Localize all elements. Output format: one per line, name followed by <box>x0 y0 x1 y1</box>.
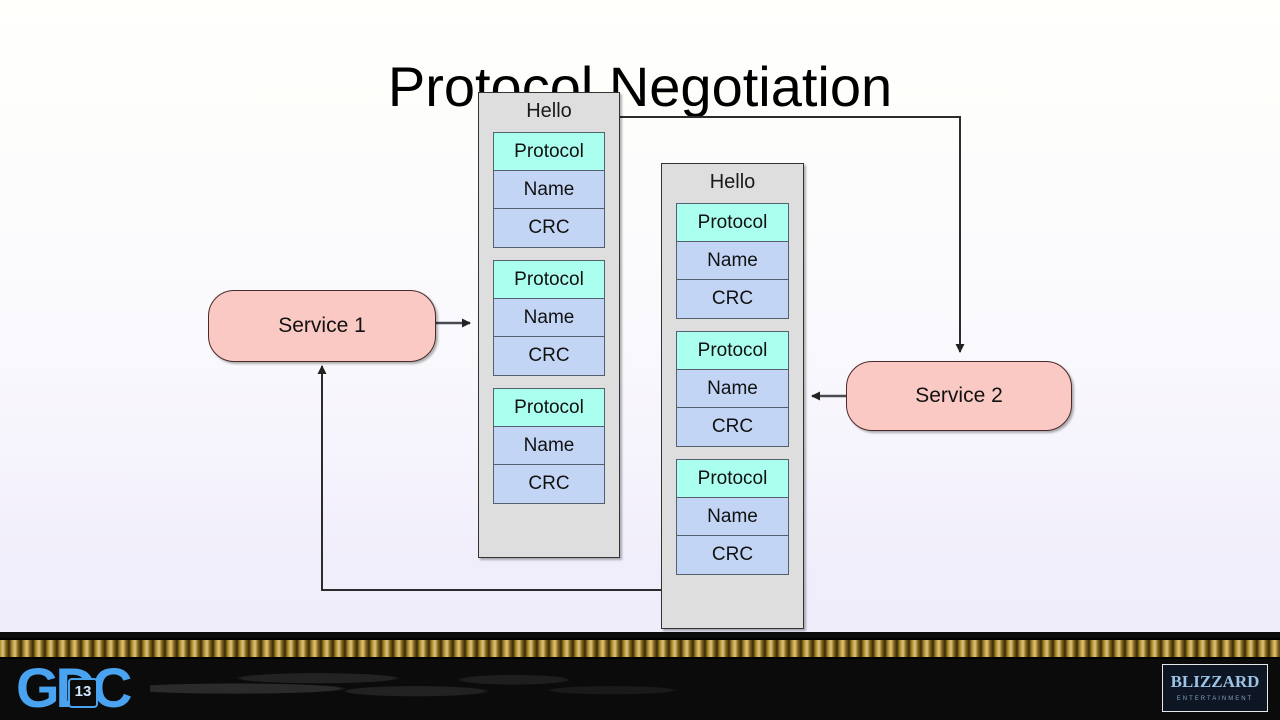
crc-field: CRC <box>677 408 788 446</box>
service-2-label: Service 2 <box>915 384 1003 407</box>
crc-field: CRC <box>677 536 788 574</box>
protocol-field: Protocol <box>677 332 788 370</box>
crc-field: CRC <box>494 465 604 503</box>
hello-message-1-title: Hello <box>526 100 572 122</box>
protocol-field: Protocol <box>677 204 788 242</box>
name-field: Name <box>677 498 788 536</box>
blizzard-subtitle: ENTERTAINMENT <box>1176 696 1254 702</box>
protocol-negotiation-diagram: Service 1 Service 2 Hello Protocol Name … <box>208 92 1072 629</box>
protocol-field: Protocol <box>677 460 788 498</box>
protocol-field: Protocol <box>494 133 604 171</box>
name-field: Name <box>494 171 604 209</box>
protocol-field: Protocol <box>494 261 604 299</box>
message-group: Protocol Name CRC <box>493 388 605 504</box>
hello-message-2-title: Hello <box>709 171 756 193</box>
page-title: Protocol Negotiation <box>387 54 893 118</box>
service-1-node[interactable]: Service 1 <box>208 290 436 362</box>
hello-message-1[interactable]: Hello Protocol Name CRC Protocol Name CR… <box>478 92 620 558</box>
blizzard-logo: BLIZZARD ENTERTAINMENT <box>1162 664 1268 712</box>
name-field: Name <box>677 370 788 408</box>
hello-message-2[interactable]: Hello Protocol Name CRC Protocol Name CR… <box>661 163 804 629</box>
crc-field: CRC <box>494 209 604 247</box>
message-group: Protocol Name CRC <box>676 459 789 575</box>
connector-wires <box>317 116 965 591</box>
message-group: Protocol Name CRC <box>676 331 789 447</box>
message-group: Protocol Name CRC <box>493 260 605 376</box>
service-2-node[interactable]: Service 2 <box>846 361 1072 431</box>
message-group: Protocol Name CRC <box>676 203 789 319</box>
wire-message2-to-service1 <box>317 365 661 591</box>
footer-filigree <box>150 660 850 712</box>
name-field: Name <box>494 427 604 465</box>
blizzard-wordmark: BLIZZARD <box>1170 672 1260 691</box>
message-group: Protocol Name CRC <box>493 132 605 248</box>
wire-message1-to-service2 <box>620 116 965 353</box>
service-1-label: Service 1 <box>278 314 366 337</box>
footer-ornament <box>0 638 1280 659</box>
protocol-field: Protocol <box>494 389 604 427</box>
name-field: Name <box>677 242 788 280</box>
gdc-year-badge: 13 <box>68 678 98 708</box>
crc-field: CRC <box>677 280 788 318</box>
crc-field: CRC <box>494 337 604 375</box>
name-field: Name <box>494 299 604 337</box>
footer-bar <box>0 632 1280 720</box>
